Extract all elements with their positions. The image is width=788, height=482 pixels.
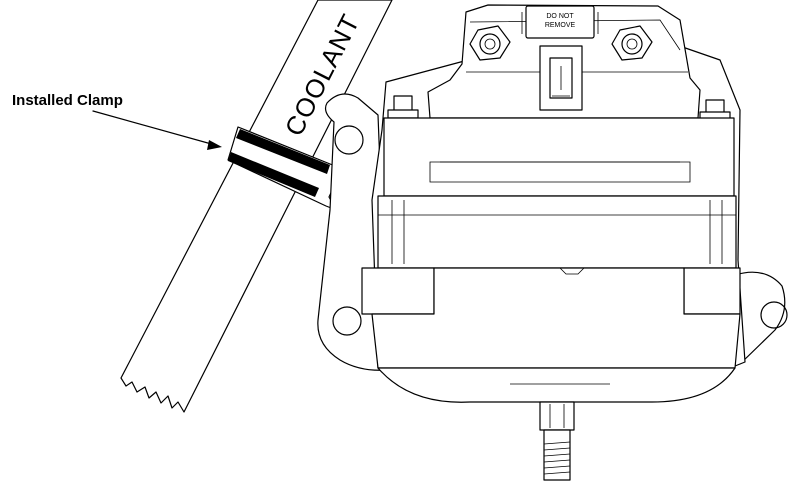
pump-assembly: DO NOT REMOVE [317,4,788,481]
shaft-collar [539,401,575,431]
callout-label: Installed Clamp [12,92,123,109]
right-mounting-ear [734,271,786,365]
left-side-lug [361,267,435,315]
callout-leader-line [92,110,216,146]
top-connector-post [539,45,583,111]
cap-bolt-right [611,25,653,61]
connector-slot [549,57,573,99]
left-lower-bolt-hole [332,306,362,336]
callout-arrowhead [207,140,222,150]
right-side-lug [683,267,741,315]
clamp-strap-lower [228,152,319,197]
bottom-dome [377,367,736,403]
right-bolt-hole [760,301,788,329]
upper-body-band [383,117,735,197]
middle-body-band [377,195,737,269]
warning-plate-body [525,5,595,39]
warning-plate-line2: REMOVE [545,22,576,29]
left-upper-bolt-hole [334,125,364,155]
shaft-spline-teeth [543,441,571,475]
drive-shaft [539,401,575,481]
hose-body [120,0,393,413]
callout: Installed Clamp [12,92,222,150]
lower-notch [434,267,684,275]
clamp-strap-upper [236,129,330,174]
cap-bolt-left [469,25,511,61]
left-shoulder-stud [387,95,419,119]
warning-plate: DO NOT REMOVE [521,5,599,39]
right-shoulder-stud [699,99,731,121]
warning-plate-line1: DO NOT [546,13,574,20]
